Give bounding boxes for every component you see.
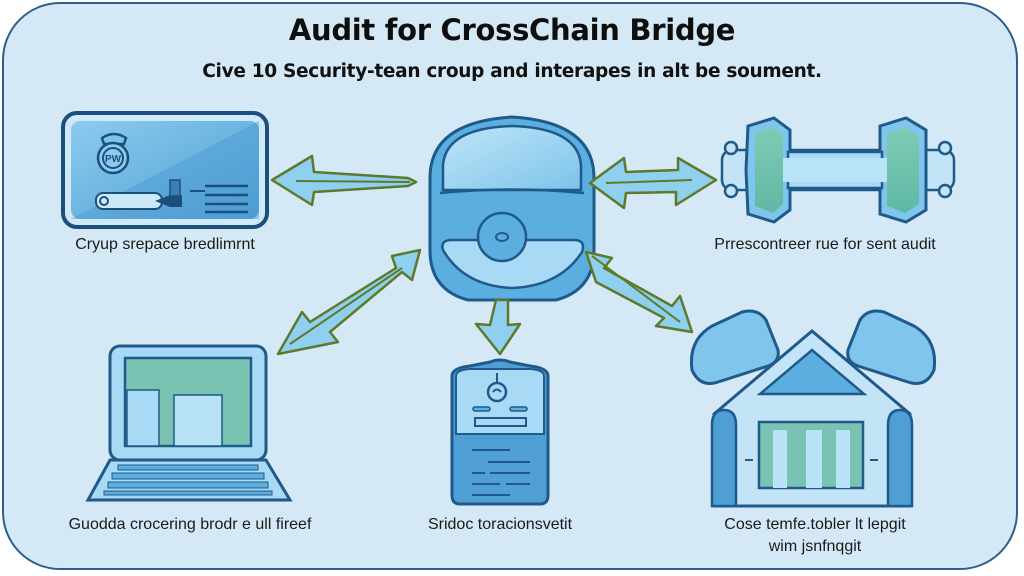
house-icon	[689, 309, 937, 508]
arrow-lock-laptop	[276, 248, 422, 356]
svg-text:PW: PW	[105, 154, 122, 165]
laptop-icon	[85, 344, 293, 502]
arrow-lock-bridge	[588, 156, 718, 210]
arrow-lock-card	[270, 154, 418, 207]
document-icon	[450, 358, 550, 506]
node-label-laptop: Guodda crocering brodr e ull fireef	[68, 516, 312, 533]
diagram-subtitle: Cive 10 Security-tean croup and interape…	[202, 61, 822, 82]
node-label-house-line2: wim jsnfnqgit	[768, 538, 862, 555]
id-card-icon: PW	[61, 111, 269, 229]
node-label-bridge: Prrescontreer rue for sent audit	[714, 236, 936, 253]
node-label-card: Cryup srepace bredlimrnt	[75, 236, 255, 253]
diagram-title: Audit for CrossChain Bridge	[288, 13, 736, 47]
arrow-lock-document	[474, 298, 522, 356]
padlock-icon	[428, 115, 596, 302]
bridge-connector-icon	[720, 116, 956, 224]
node-label-house-line1: Cose temfe.tobler lt lepgit	[724, 516, 906, 533]
arrow-lock-house	[584, 250, 694, 334]
node-label-document: Sridoc toracionsvetit	[427, 516, 573, 533]
